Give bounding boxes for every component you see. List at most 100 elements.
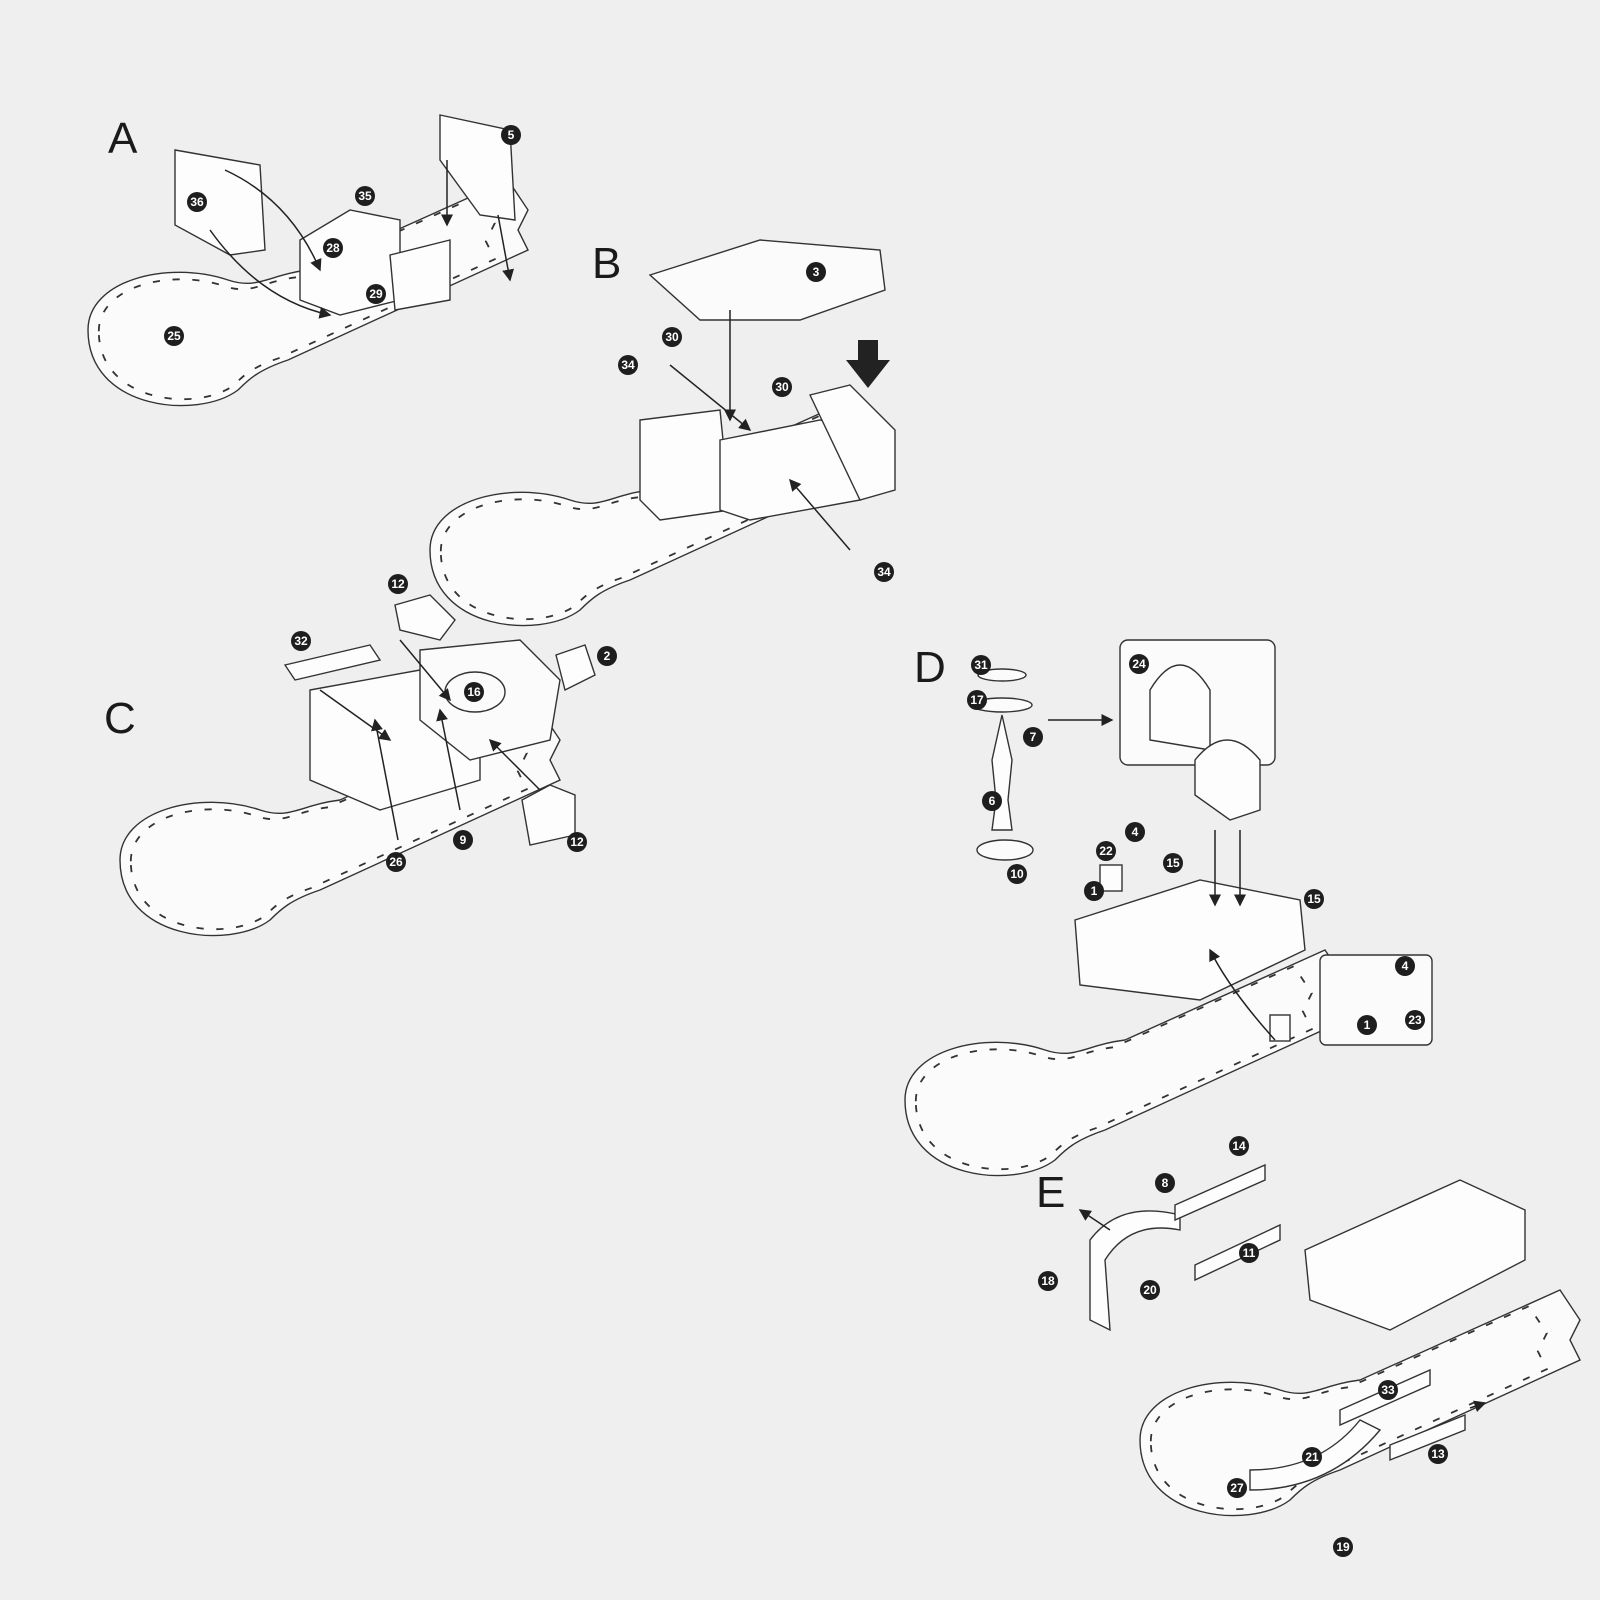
svg-text:9: 9 bbox=[460, 833, 467, 847]
svg-text:6: 6 bbox=[989, 794, 996, 808]
svg-text:3: 3 bbox=[813, 265, 820, 279]
svg-text:26: 26 bbox=[389, 855, 403, 869]
svg-text:13: 13 bbox=[1431, 1447, 1445, 1461]
svg-text:21: 21 bbox=[1305, 1450, 1319, 1464]
svg-text:4: 4 bbox=[1402, 959, 1409, 973]
roof-beam bbox=[283, 644, 382, 681]
step-letter: C bbox=[104, 694, 136, 743]
part-callout: 11 bbox=[1239, 1243, 1259, 1263]
svg-text:4: 4 bbox=[1132, 825, 1139, 839]
svg-text:35: 35 bbox=[358, 189, 372, 203]
svg-text:14: 14 bbox=[1232, 1139, 1246, 1153]
part-callout: 19 bbox=[1333, 1537, 1353, 1557]
roof-plate bbox=[648, 239, 886, 321]
svg-text:34: 34 bbox=[877, 565, 891, 579]
step-letter: E bbox=[1036, 1168, 1065, 1217]
svg-text:34: 34 bbox=[621, 358, 635, 372]
part-callout: 27 bbox=[1227, 1478, 1247, 1498]
part-callout: 26 bbox=[386, 852, 406, 872]
part-callout: 15 bbox=[1304, 889, 1324, 909]
part-callout: 33 bbox=[1378, 1380, 1398, 1400]
part-callout: 30 bbox=[772, 377, 792, 397]
small-dome bbox=[1099, 864, 1123, 892]
part-callout: 9 bbox=[453, 830, 473, 850]
part-callout: 6 bbox=[982, 791, 1002, 811]
svg-text:30: 30 bbox=[775, 380, 789, 394]
dome-piece bbox=[555, 644, 596, 692]
wall-piece bbox=[389, 239, 451, 311]
part-callout: 17 bbox=[967, 690, 987, 710]
wall-piece bbox=[439, 114, 516, 221]
detail-inset bbox=[1319, 954, 1433, 1046]
part-callout: 1 bbox=[1357, 1015, 1377, 1035]
step-e: E 14 8 11 18 20 33 21 13 27 19 bbox=[1036, 1136, 1581, 1557]
part-callout: 29 bbox=[366, 284, 386, 304]
svg-text:30: 30 bbox=[665, 330, 679, 344]
svg-text:18: 18 bbox=[1041, 1274, 1055, 1288]
svg-text:33: 33 bbox=[1381, 1383, 1395, 1397]
svg-text:10: 10 bbox=[1010, 867, 1024, 881]
wall-piece bbox=[1194, 1223, 1281, 1282]
svg-text:1: 1 bbox=[1364, 1018, 1371, 1032]
svg-text:16: 16 bbox=[467, 685, 481, 699]
part-callout: 4 bbox=[1125, 822, 1145, 842]
svg-text:24: 24 bbox=[1132, 657, 1146, 671]
part-callout: 22 bbox=[1096, 841, 1116, 861]
spire-piece bbox=[991, 714, 1013, 831]
step-letter: A bbox=[108, 114, 138, 163]
svg-text:15: 15 bbox=[1166, 856, 1180, 870]
part-callout: 7 bbox=[1023, 727, 1043, 747]
part-callout: 13 bbox=[1428, 1444, 1448, 1464]
svg-text:36: 36 bbox=[190, 195, 204, 209]
svg-text:31: 31 bbox=[974, 658, 988, 672]
main-dome bbox=[1194, 739, 1261, 821]
svg-text:1: 1 bbox=[1091, 884, 1098, 898]
svg-text:20: 20 bbox=[1143, 1283, 1157, 1297]
step-c: C 12 32 2 16 12 9 26 bbox=[104, 574, 617, 937]
wall-piece bbox=[1174, 1163, 1266, 1222]
part-callout: 20 bbox=[1140, 1280, 1160, 1300]
svg-text:23: 23 bbox=[1408, 1013, 1422, 1027]
gear-base-piece bbox=[976, 839, 1034, 861]
part-callout: 2 bbox=[597, 646, 617, 666]
svg-text:8: 8 bbox=[1162, 1176, 1169, 1190]
part-callout: 14 bbox=[1229, 1136, 1249, 1156]
svg-text:12: 12 bbox=[570, 835, 584, 849]
svg-text:12: 12 bbox=[391, 577, 405, 591]
part-callout: 16 bbox=[464, 682, 484, 702]
step-d: D 31 17 7 6 10 24 4 22 1 15 15 4 23 1 bbox=[904, 639, 1433, 1177]
part-callout: 12 bbox=[388, 574, 408, 594]
small-dome bbox=[1269, 1014, 1291, 1042]
part-callout: 35 bbox=[355, 186, 375, 206]
part-callout: 30 bbox=[662, 327, 682, 347]
wall-piece bbox=[639, 409, 731, 521]
part-callout: 15 bbox=[1163, 853, 1183, 873]
svg-text:27: 27 bbox=[1230, 1481, 1244, 1495]
wall-piece bbox=[174, 149, 266, 256]
down-arrow-icon bbox=[846, 340, 890, 388]
step-a: A 5 36 35 28 29 25 bbox=[87, 114, 529, 407]
part-callout: 23 bbox=[1405, 1010, 1425, 1030]
svg-text:11: 11 bbox=[1243, 1246, 1256, 1260]
part-callout: 21 bbox=[1302, 1447, 1322, 1467]
part-callout: 32 bbox=[291, 631, 311, 651]
svg-text:32: 32 bbox=[294, 634, 308, 648]
step-letter: B bbox=[592, 239, 621, 288]
part-callout: 31 bbox=[971, 655, 991, 675]
part-callout: 3 bbox=[806, 262, 826, 282]
dome-piece bbox=[394, 594, 456, 641]
wall-piece bbox=[1074, 879, 1306, 1001]
dome-piece bbox=[521, 784, 576, 846]
part-callout: 12 bbox=[567, 832, 587, 852]
svg-text:5: 5 bbox=[508, 128, 515, 142]
step-letter: D bbox=[914, 643, 946, 692]
svg-text:19: 19 bbox=[1336, 1540, 1350, 1554]
svg-text:22: 22 bbox=[1099, 844, 1113, 858]
wall-piece bbox=[809, 384, 896, 501]
wall-piece bbox=[1389, 1413, 1466, 1462]
svg-text:15: 15 bbox=[1307, 892, 1321, 906]
part-callout: 1 bbox=[1084, 881, 1104, 901]
curved-wall-piece bbox=[1249, 1419, 1382, 1491]
part-callout: 34 bbox=[874, 562, 894, 582]
